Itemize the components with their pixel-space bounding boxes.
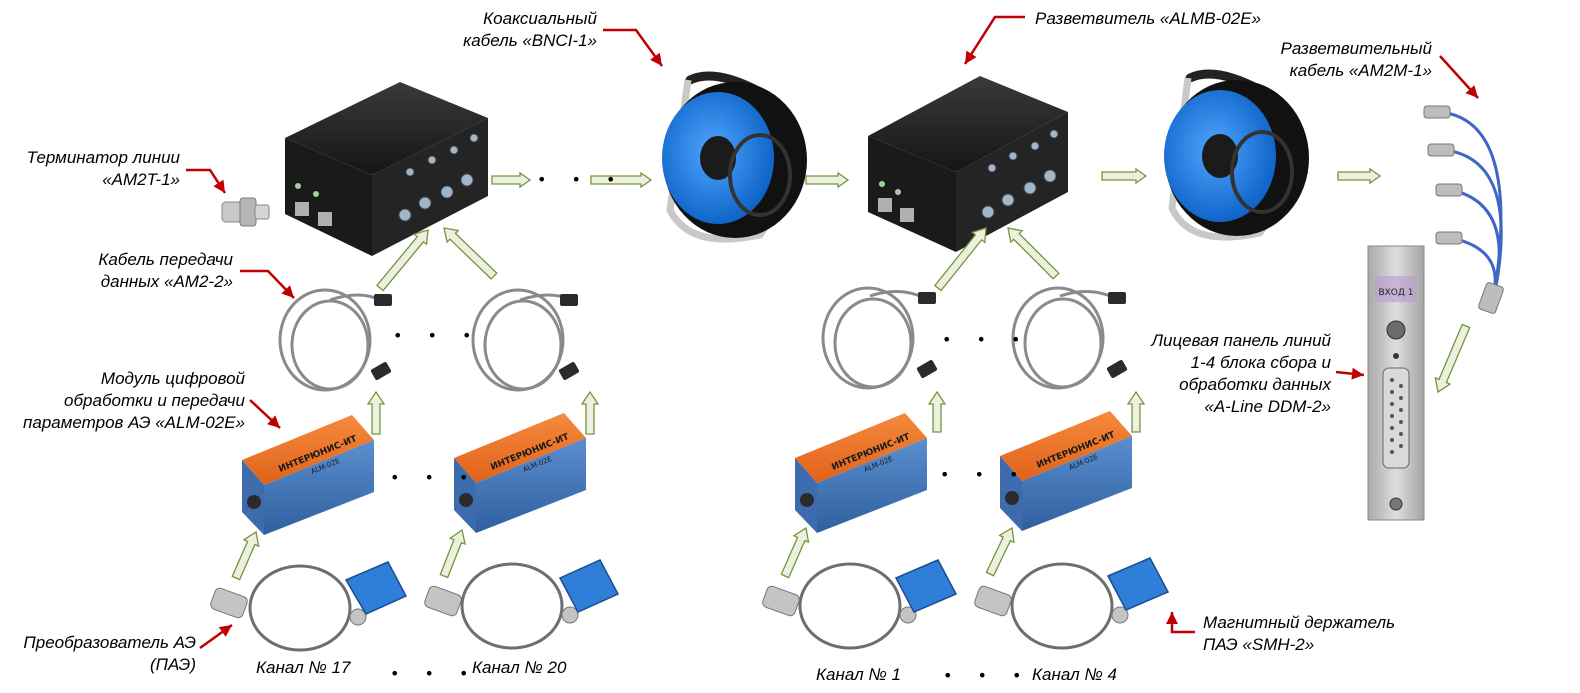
flow-arrow [580,390,600,435]
flow-arrow [1337,167,1382,185]
junction-box-left [285,82,488,256]
flow-arrow [1101,167,1148,185]
ellipsis-top-left: • • • [537,170,626,189]
callout-arrow [186,168,227,194]
cable-reel-left [662,71,807,243]
module-label: Модуль цифровой обработки и передачи пар… [23,369,245,432]
terminator-label: Терминатор линии «AM2T-1» [26,148,180,189]
ellipsis-module-left: • • • [390,468,479,487]
flow-arrow [805,171,850,189]
ellipsis-module-right: • • • [940,465,1029,484]
flow-arrow [231,530,260,581]
callout-arrow [240,269,295,299]
panel-input-label: ВХОД 1 [1378,288,1413,298]
front-panel [1367,245,1425,521]
flow-arrow [780,526,810,579]
callout-arrow [199,623,233,650]
transducer-label: Преобразователь АЭ (ПАЭ) [23,633,196,674]
sensors [210,557,1170,652]
channel-20-label: Канал № 20 [472,658,567,677]
flow-arrow [933,227,987,292]
junction-box-right [868,76,1068,252]
flow-arrow [375,229,429,292]
callout-arrow [1439,55,1479,99]
split-cable [1423,105,1504,314]
flow-arrow [491,171,532,189]
channel-17-label: Канал № 17 [256,658,351,677]
flow-arrow [439,528,466,579]
magnetic-holder-label: Магнитный держатель ПАЭ «SMH-2» [1203,613,1396,654]
data-cable-label: Кабель передачи данных «AM2-2» [98,250,233,291]
channel-1-label: Канал № 1 [816,665,901,684]
callout-arrow [1335,367,1365,380]
flow-arrow [590,171,653,189]
splitter-label: Разветвитель «ALMB-02E» [1035,9,1261,28]
ellipsis-cable-left: • • • [393,326,482,345]
flow-arrow [1126,390,1146,433]
callout-arrow [1166,612,1195,634]
callout-arrow [249,399,281,429]
callout-arrow [963,15,1025,65]
callout-arrows [186,15,1479,650]
front-panel-label: Лицевая панель линий 1-4 блока сбора и о… [1151,331,1331,416]
flow-arrow [1434,323,1471,394]
ellipsis-cable-right: • • • [942,330,1031,349]
ellipsis-channel-left: • • • [390,664,479,683]
bnc-plugs [370,292,1128,380]
coax-cable-label: Коаксиальный кабель «BNCI-1» [463,9,597,50]
cable-reel-right [1164,69,1309,241]
flow-arrow [366,390,386,435]
flow-arrow [1007,227,1060,280]
callout-arrow [603,28,664,67]
channel-4-label: Канал № 4 [1032,665,1117,684]
flow-arrow [927,390,947,433]
split-cable-label: Разветвительный кабель «AM2M-1» [1280,39,1432,80]
flow-arrows [231,167,1471,581]
terminator-connector [221,197,270,227]
flow-arrow [985,526,1015,577]
ellipsis-channel-right: • • • [943,666,1032,685]
flow-arrow [443,227,498,280]
